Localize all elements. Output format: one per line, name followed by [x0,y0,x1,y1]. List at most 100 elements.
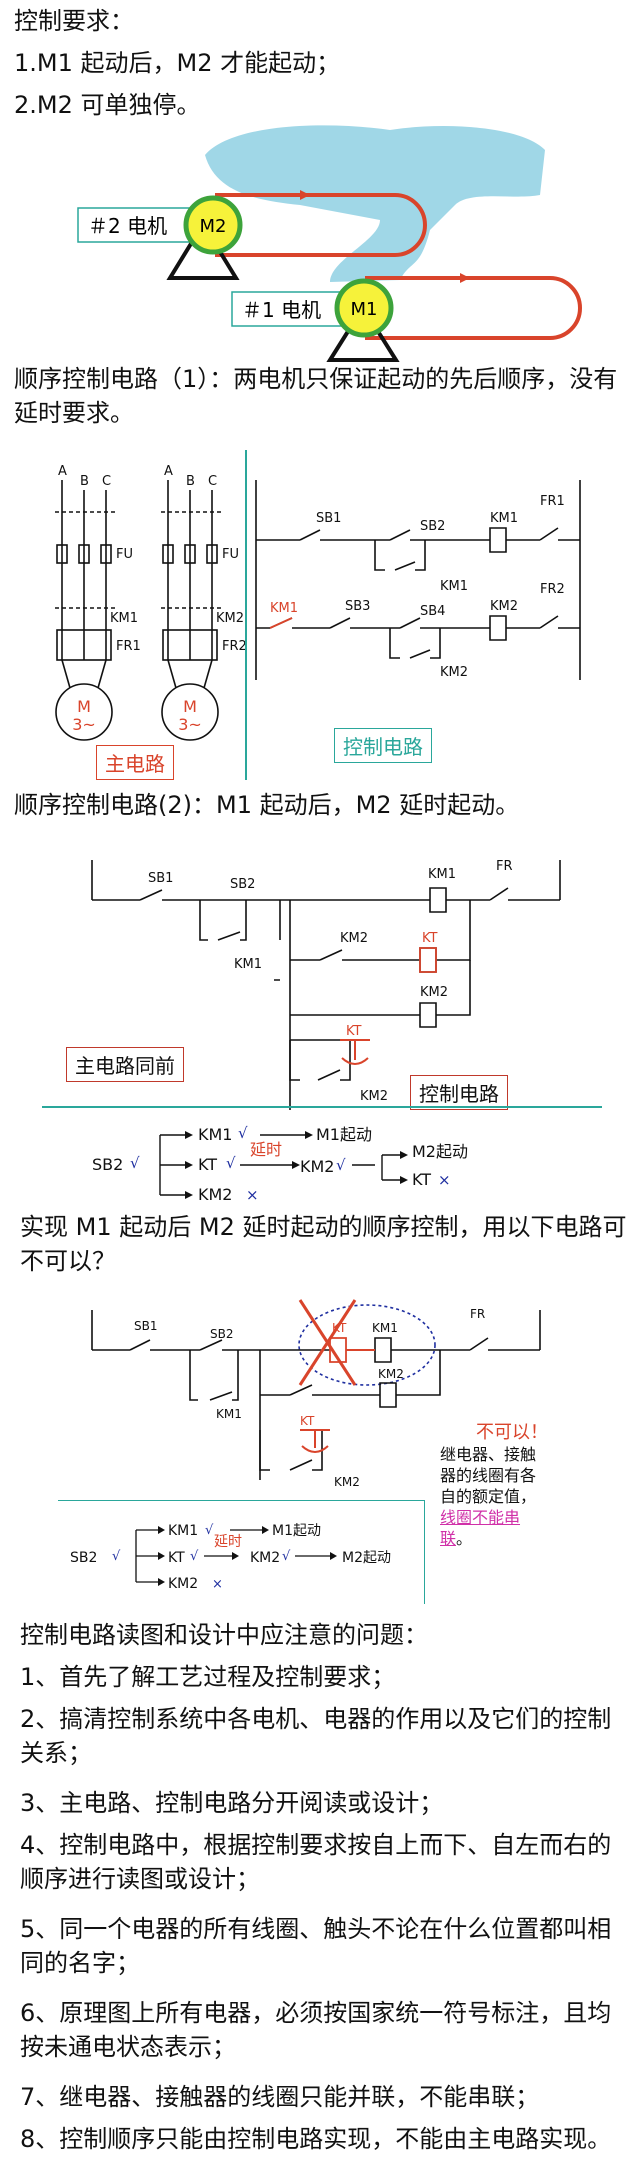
svg-text:KM1: KM1 [372,1321,398,1335]
svg-text:KM1: KM1 [110,611,138,626]
svg-text:M1: M1 [351,299,378,320]
divider [42,1106,602,1108]
svg-text:√: √ [282,1549,291,1564]
svg-text:C: C [102,474,111,489]
svg-text:SB1: SB1 [148,871,173,886]
svg-text:KM2: KM2 [340,931,368,946]
section4-heading: 实现 M1 起动后 M2 延时起动的顺序控制，用以下电路可不可以？ [20,1213,627,1275]
timing-flow-2: SB2 KM1 M1起动 KT KM2 M2起动 KM2 √ √ √ √ × 延… [70,1523,391,1592]
svg-text:KM2: KM2 [168,1576,198,1592]
svg-text:SB2: SB2 [420,519,445,534]
svg-text:FR2: FR2 [222,639,247,654]
svg-text:SB3: SB3 [345,599,370,614]
coal-pile [205,125,545,282]
svg-text:KM2: KM2 [216,611,244,626]
svg-text:SB1: SB1 [316,511,341,526]
svg-text:√: √ [190,1549,199,1564]
note-item-3: 3、主电路、控制电路分开阅读或设计； [20,1789,444,1817]
svg-text:M2起动: M2起动 [412,1142,468,1161]
svg-text:KT: KT [412,1170,431,1189]
svg-text:KM1: KM1 [168,1523,198,1539]
note-item-2: 2、搞清控制系统中各电机、电器的作用以及它们的控制关系； [20,1705,612,1767]
svg-text:KM2: KM2 [378,1367,404,1381]
note-item-1: 1、首先了解工艺过程及控制要求； [20,1663,396,1691]
svg-text:B: B [80,474,89,489]
svg-text:KM1: KM1 [428,867,456,882]
svg-text:C: C [208,474,217,489]
conveyor-illustration: ＃2 电机 M2 ＃1 电机 M1 [77,125,582,362]
svg-text:√: √ [112,1549,121,1564]
svg-text:KM1: KM1 [440,579,468,594]
svg-text:A: A [164,464,173,479]
note-item-4: 4、控制电路中，根据控制要求按自上而下、自左而右的顺序进行读图或设计； [20,1831,612,1893]
circuit1-diagram: A B C FU KM1 FR1 A B C FU KM2 FR2 M 3~ M… [55,450,581,780]
svg-text:KT: KT [422,931,438,946]
motor1-icon [334,278,394,338]
notes-title: 控制电路读图和设计中应注意的问题： [20,1621,428,1649]
requirement-item-2: 2.M2 可单独停。 [14,91,201,119]
warning-body: 继电器、接触器的线圈有各自的额定值，线圈不能串联。 [440,1445,537,1548]
svg-text:3~: 3~ [178,715,202,734]
motor2-icon [183,195,243,255]
svg-text:KM2: KM2 [300,1157,334,1176]
svg-text:×: × [212,1577,223,1592]
svg-text:M1起动: M1起动 [316,1125,372,1144]
circuit2-diagram: SB1 SB2 KM1 FR KM1 KM2 KM2 KM2 KT KT [91,859,561,1110]
svg-text:SB2: SB2 [230,877,255,892]
svg-text:KM2: KM2 [250,1550,280,1566]
svg-text:KM2: KM2 [440,665,468,680]
main-same-note: 主电路同前 [66,1047,184,1082]
belt-m1 [365,276,582,340]
svg-text:√: √ [238,1124,248,1142]
svg-text:FR: FR [496,859,513,874]
svg-text:M1起动: M1起动 [272,1523,321,1539]
svg-text:KT: KT [332,1321,347,1335]
svg-text:3~: 3~ [72,715,96,734]
svg-text:KT: KT [168,1550,185,1566]
svg-text:KM2: KM2 [198,1185,232,1204]
motor2-label: ＃2 电机 [88,214,167,238]
svg-text:B: B [186,474,195,489]
svg-text:M: M [77,697,91,716]
timing-flow-1: SB2 KM1 M1起动 KT KM2 KM2 M2起动 KT √ √ √ √ … [92,1124,468,1204]
requirements-title: 控制要求： [14,7,134,35]
note-item-6: 6、原理图上所有电器，必须按国家统一符号标注，且均按未通电状态表示； [20,1999,612,2061]
warning-title: 不可以！ [476,1422,548,1443]
control-circuit-caption: 控制电路 [334,728,432,763]
svg-text:FR: FR [470,1307,485,1321]
section3-heading: 顺序控制电路(2)：M1 起动后，M2 延时起动。 [14,791,520,819]
control-circuit-note: 控制电路 [410,1075,508,1110]
svg-text:×: × [246,1186,259,1204]
svg-text:SB2: SB2 [210,1327,233,1341]
svg-text:KM1: KM1 [234,957,262,972]
svg-text:FR1: FR1 [116,639,141,654]
main-circuit-caption: 主电路 [96,745,174,780]
svg-text:A: A [58,464,67,479]
svg-text:KM2: KM2 [490,599,518,614]
belt-m2 [215,193,427,257]
svg-text:延时: 延时 [250,1140,282,1159]
svg-text:FU: FU [116,547,133,562]
svg-text:KM1: KM1 [270,601,298,616]
motor1-label: ＃1 电机 [242,298,321,322]
requirement-item-1: 1.M1 起动后，M2 才能起动； [14,49,341,77]
warning-link: 线圈不能串联 [440,1508,521,1548]
note-item-5: 5、同一个电器的所有线圈、触头不论在什么位置都叫相同的名字； [20,1915,612,1977]
svg-text:FR1: FR1 [540,494,565,509]
svg-text:M2起动: M2起动 [342,1550,391,1566]
svg-text:KT: KT [346,1024,362,1039]
svg-text:SB4: SB4 [420,604,445,619]
svg-text:KM2: KM2 [360,1089,388,1104]
svg-text:FR2: FR2 [540,582,565,597]
circuit3-diagram: SB1 SB2 KM1 FR KM1 KM2 KM2 KT KT [91,1299,541,1489]
svg-text:延时: 延时 [214,1534,242,1550]
svg-text:KM1: KM1 [490,511,518,526]
svg-text:KM1: KM1 [198,1125,232,1144]
svg-text:×: × [438,1171,451,1189]
svg-text:KT: KT [198,1155,217,1174]
svg-text:KM2: KM2 [420,985,448,1000]
svg-text:KM2: KM2 [334,1475,360,1489]
svg-text:SB2: SB2 [92,1155,123,1174]
svg-text:√: √ [336,1156,346,1174]
note-item-7: 7、继电器、接触器的线圈只能并联，不能串联； [20,2083,540,2111]
